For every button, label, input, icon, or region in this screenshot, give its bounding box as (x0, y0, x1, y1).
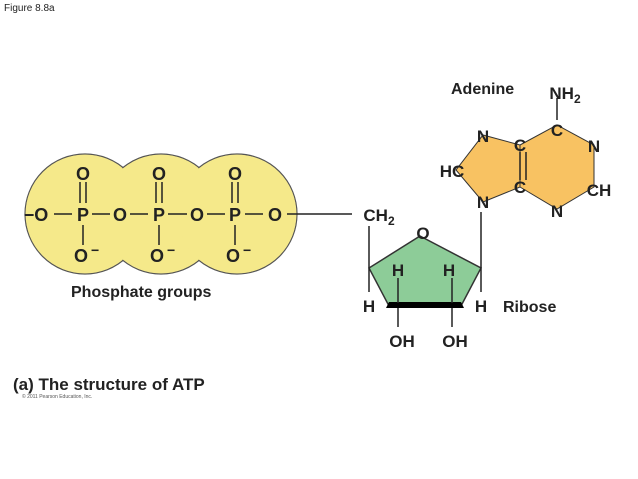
adenine-n1: N (588, 137, 600, 156)
minus-charge-3: − (243, 242, 251, 258)
ribose: CH2 O H H H H OH OH Ribose (363, 206, 557, 351)
adenine-n7: N (477, 127, 489, 146)
amino-group: NH2 (549, 84, 581, 106)
double-oxygen-1: O (76, 164, 90, 184)
phosphate-circles (24, 153, 298, 275)
ribose-h-2: H (392, 261, 404, 280)
ribose-bold-edge (386, 302, 464, 308)
ring-oxygen: O (416, 224, 429, 243)
phosphate-groups-label: Phosphate groups (71, 284, 212, 301)
ester-oxygen: O (268, 205, 282, 225)
phosphorus-1: P (77, 205, 89, 225)
bridge-oxygen-2: O (190, 205, 204, 225)
figure-caption: (a) The structure of ATP (13, 375, 205, 394)
adenine-c4: C (514, 178, 526, 197)
hydroxyl-2: OH (442, 332, 468, 351)
phosphorus-2: P (153, 205, 165, 225)
copyright-notice: © 2011 Pearson Education, Inc. (22, 394, 93, 400)
double-oxygen-2: O (152, 164, 166, 184)
o-minus-terminal: −O (24, 205, 49, 225)
phosphorus-3: P (229, 205, 241, 225)
ribose-ring (368, 235, 483, 307)
bottom-oxygen-3: O (226, 246, 240, 266)
phosphate-circle-1-fill (25, 154, 145, 274)
double-oxygen-3: O (228, 164, 242, 184)
phosphate-atoms: −O P O P O P O O O O O O O (24, 164, 282, 266)
adenine-c2: CH (587, 181, 612, 200)
adenine-n9: N (477, 193, 489, 212)
ribose-label: Ribose (503, 299, 556, 316)
adenine-n3: N (551, 202, 563, 221)
adenine-c8: HC (440, 162, 465, 181)
hydroxyl-1: OH (389, 332, 415, 351)
bridge-oxygen-1: O (113, 205, 127, 225)
bottom-oxygen-2: O (150, 246, 164, 266)
ribose-h-4: H (475, 297, 487, 316)
adenine-label: Adenine (451, 81, 514, 98)
ch2-label: CH2 (363, 206, 395, 228)
adenine-c6: C (551, 121, 563, 140)
bottom-oxygen-1: O (74, 246, 88, 266)
ribose-h-1: H (363, 297, 375, 316)
ribose-h-3: H (443, 261, 455, 280)
adenine-c5: C (514, 136, 526, 155)
adenine: NH2 C N C N HC C CH N N Adenine (440, 81, 612, 221)
figure-label: Figure 8.8a (4, 3, 55, 14)
phosphate-bonds (54, 182, 352, 245)
phosphate-charges: − − − (91, 242, 251, 258)
minus-charge-1: − (91, 242, 99, 258)
minus-charge-2: − (167, 242, 175, 258)
phosphate-circle-3-fill (177, 154, 297, 274)
